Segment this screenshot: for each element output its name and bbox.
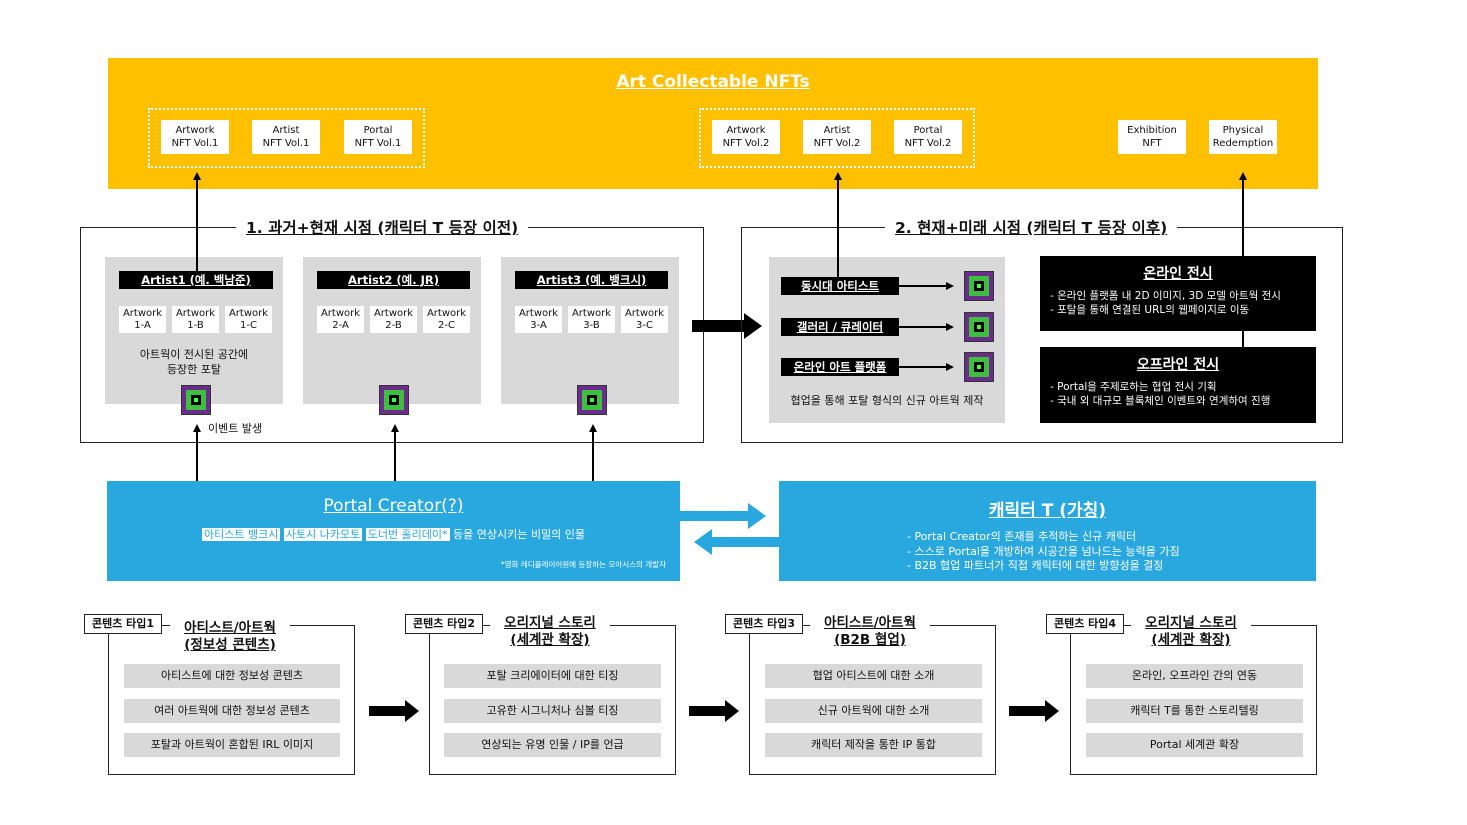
nft-title: Art Collectable NFTs bbox=[616, 72, 810, 92]
nft-group-vol1 bbox=[148, 108, 425, 168]
content-type3-item: 협업 아티스트에 대한 소개 bbox=[765, 664, 982, 688]
content-type2-item: 연상되는 유명 인물 / IP를 언급 bbox=[444, 733, 661, 757]
section-present-future-title: 2. 현재+미래 시점 (캐릭터 T 등장 이후) bbox=[885, 216, 1178, 238]
arrow-right-icon bbox=[692, 313, 762, 339]
content-type4-item: Portal 세계관 확장 bbox=[1086, 733, 1303, 757]
arrow-line bbox=[837, 180, 839, 277]
collab-item-platform: 온라인 아트 플랫폼 bbox=[781, 358, 899, 376]
content-type4-tag: 콘텐츠 타입4 bbox=[1046, 614, 1124, 634]
event-label: 이벤트 발생 bbox=[208, 422, 263, 435]
arrow-up-icon bbox=[193, 172, 201, 180]
content-type1-item: 아티스트에 대한 정보성 콘텐츠 bbox=[124, 664, 340, 688]
portal-icon bbox=[181, 385, 211, 415]
arrow-right-icon bbox=[946, 282, 954, 290]
arrow-up-icon bbox=[834, 172, 842, 180]
arrow-right-icon bbox=[946, 323, 954, 331]
portal-creator-desc: 등을 연상시키는 비밀의 인물 bbox=[453, 528, 585, 541]
portal-icon bbox=[964, 271, 994, 301]
arrow-line bbox=[394, 432, 396, 482]
collab-item-artist: 동시대 아티스트 bbox=[781, 277, 899, 295]
arrow-right-icon bbox=[369, 700, 419, 722]
arrow-right-icon bbox=[946, 363, 954, 371]
portal-icon bbox=[577, 385, 607, 415]
artist2-header: Artist2 (예. JR) bbox=[317, 271, 470, 289]
content-type2-title: 오리지널 스토리(세계관 확장) bbox=[490, 615, 610, 649]
arrow-line bbox=[899, 285, 947, 287]
content-type4-item: 캐릭터 T를 통한 스토리텔링 bbox=[1086, 699, 1303, 723]
portal-creator-title: Portal Creator(?) bbox=[323, 496, 464, 516]
artist3-header: Artist3 (예. 뱅크시) bbox=[515, 271, 668, 289]
online-exhibition-box: 온라인 전시 - 온라인 플랫폼 내 2D 이미지, 3D 모델 아트웍 전시 … bbox=[1040, 256, 1316, 331]
artist1-header: Artist1 (예. 백남준) bbox=[119, 271, 273, 289]
portal-creator-box: Portal Creator(?) 아티스트 뱅크시 사토시 나카모토 도너번 … bbox=[107, 481, 680, 581]
arrow-line bbox=[1242, 180, 1244, 256]
collab-item-gallery: 갤러리 / 큐레이터 bbox=[781, 318, 899, 336]
portal-creator-footnote: *영화 레디플레이어원에 등장하는 오아시스의 개발자 bbox=[500, 560, 666, 569]
content-type1-item: 여러 아트웍에 대한 정보성 콘텐츠 bbox=[124, 699, 340, 723]
portal-icon bbox=[964, 352, 994, 382]
content-type3-tag: 콘텐츠 타입3 bbox=[725, 614, 803, 634]
character-t-title: 캐릭터 T (가칭) bbox=[988, 501, 1107, 521]
arrow-line bbox=[899, 366, 947, 368]
character-t-box: 캐릭터 T (가칭) - Portal Creator의 존재를 추적하는 신규… bbox=[779, 481, 1316, 581]
content-type3-item: 캐릭터 제작을 통한 IP 통합 bbox=[765, 733, 982, 757]
content-type4-title: 오리지널 스토리(세계관 확장) bbox=[1131, 615, 1251, 649]
exchange-arrows-icon bbox=[680, 503, 780, 555]
offline-exhibition-title: 오프라인 전시 bbox=[1136, 357, 1220, 373]
content-type1-title: 아티스트/아트웍(정보성 콘텐츠) bbox=[170, 620, 290, 654]
portal-note: 아트웍이 전시된 공간에 등장한 포탈 bbox=[139, 348, 249, 376]
portal-icon bbox=[964, 312, 994, 342]
tag-halliday: 도너번 홀리데이* bbox=[365, 528, 450, 541]
arrow-right-icon bbox=[689, 700, 739, 722]
content-type3-item: 신규 아트웍에 대한 소개 bbox=[765, 699, 982, 723]
arrow-line bbox=[196, 180, 198, 271]
arrow-line bbox=[899, 326, 947, 328]
arrow-up-icon bbox=[391, 424, 399, 432]
connector-line bbox=[1242, 331, 1244, 347]
tag-satoshi: 사토시 나카모토 bbox=[283, 528, 363, 541]
arrow-line bbox=[592, 432, 594, 482]
online-exhibition-title: 온라인 전시 bbox=[1143, 266, 1213, 282]
arrow-up-icon bbox=[193, 424, 201, 432]
content-type3-title: 아티스트/아트웍(B2B 협업) bbox=[810, 615, 930, 649]
portal-icon bbox=[379, 385, 409, 415]
tag-banksy: 아티스트 뱅크시 bbox=[202, 528, 281, 541]
offline-exhibition-box: 오프라인 전시 - Portal을 주제로하는 협업 전시 기획 - 국내 외 … bbox=[1040, 347, 1316, 423]
content-type4-item: 온라인, 오프라인 간의 연동 bbox=[1086, 664, 1303, 688]
arrow-up-icon bbox=[1239, 172, 1247, 180]
content-type2-item: 포탈 크리에이터에 대한 티징 bbox=[444, 664, 661, 688]
collab-caption: 협업을 통해 포탈 형식의 신규 아트웍 제작 bbox=[790, 394, 984, 407]
arrow-line bbox=[196, 432, 198, 482]
section-past-present-title: 1. 과거+현재 시점 (캐릭터 T 등장 이전) bbox=[236, 216, 529, 238]
nft-group-vol2 bbox=[699, 108, 975, 168]
content-type1-tag: 콘텐츠 타입1 bbox=[84, 614, 162, 634]
arrow-right-icon bbox=[1009, 700, 1059, 722]
content-type1-item: 포탈과 아트웍이 혼합된 IRL 이미지 bbox=[124, 733, 340, 757]
content-type2-item: 고유한 시그니처나 심볼 티징 bbox=[444, 699, 661, 723]
arrow-up-icon bbox=[589, 424, 597, 432]
content-type2-tag: 콘텐츠 타입2 bbox=[405, 614, 483, 634]
